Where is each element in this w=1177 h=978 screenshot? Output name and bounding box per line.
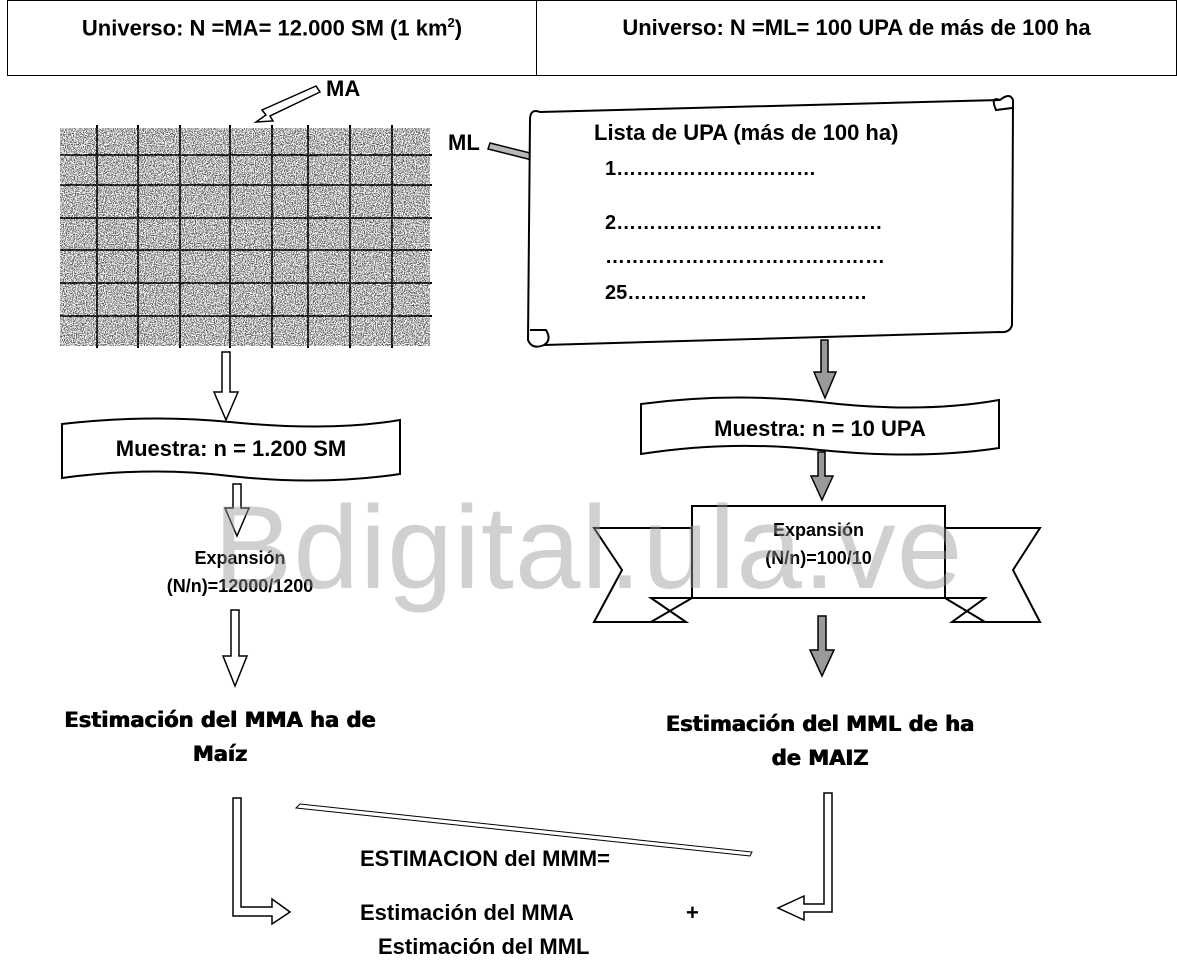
- branch-connector: [294, 803, 753, 857]
- list-scroll-frame: [526, 95, 1015, 348]
- list-item-ellipsis: ……………………………………: [605, 246, 885, 268]
- sampled-cell: [60, 218, 97, 250]
- ma-pointer-arrow: [253, 85, 322, 123]
- left-estimate-line2: Maíz: [192, 742, 248, 766]
- left-sample-box: [61, 417, 401, 482]
- sampled-cell: [60, 316, 97, 346]
- sampled-cell: [308, 218, 350, 250]
- sampled-cell: [138, 283, 180, 316]
- sampled-cells: [60, 128, 430, 346]
- list-item-2: 2………………………………….: [605, 212, 882, 234]
- expansion-banner: [592, 505, 1042, 623]
- universe-area-text: Universo: N =MA= 12.000 SM (1 km: [81, 15, 448, 41]
- right-sample-box: [640, 396, 1000, 456]
- sampled-cell: [97, 128, 138, 155]
- universe-area-frame-box: Universo: N =MA= 12.000 SM (1 km2): [7, 0, 537, 76]
- right-arrow-3: [808, 615, 836, 678]
- sampled-cell: [272, 155, 308, 185]
- list-item-25: 25………………………………: [605, 282, 868, 304]
- right-arrow-1: [812, 339, 838, 400]
- combined-plus: +: [686, 900, 699, 925]
- ml-pointer-label: ML: [448, 130, 480, 155]
- universe-list-frame-box: Universo: N =ML= 100 UPA de más de 100 h…: [537, 0, 1177, 76]
- left-estimate-line1: Estimación del MMA ha de: [64, 708, 376, 732]
- left-expansion-title: Expansión: [194, 548, 286, 568]
- ma-pointer-label: MA: [326, 76, 361, 101]
- left-elbow-arrow: [232, 797, 292, 926]
- right-elbow-arrow: [776, 792, 833, 922]
- combined-line2: Estimación del MML: [378, 934, 590, 959]
- left-expansion-formula: (N/n)=12000/1200: [166, 576, 314, 596]
- combined-title: ESTIMACION del MMM=: [360, 846, 610, 871]
- sampled-cell: [350, 283, 392, 316]
- right-estimate-line1: Estimación del MML de ha: [665, 712, 975, 736]
- right-sample-label: Muestra: n = 10 UPA: [714, 416, 926, 441]
- sampled-cell: [180, 185, 230, 218]
- sampled-cell: [350, 128, 392, 155]
- universe-area-exponent: 2: [447, 15, 455, 30]
- left-arrow-2: [223, 483, 251, 538]
- list-title: Lista de UPA (más de 100 ha): [594, 120, 899, 145]
- right-estimate-line2: de MAIZ: [771, 746, 869, 770]
- left-arrow-1: [212, 351, 240, 422]
- universe-list-text: Universo: N =ML= 100 UPA de más de 100 h…: [622, 15, 1091, 40]
- header-row: Universo: N =MA= 12.000 SM (1 km2) Unive…: [7, 0, 1177, 76]
- right-expansion-title: Expansión: [772, 520, 865, 540]
- left-sample-label: Muestra: n = 1.200 SM: [115, 436, 347, 461]
- combined-line1: Estimación del MMA: [360, 900, 574, 925]
- sampled-cell: [392, 185, 430, 218]
- right-arrow-2: [809, 451, 835, 502]
- left-arrow-3: [221, 609, 249, 689]
- list-item-1: 1…………………………: [605, 158, 817, 180]
- universe-area-suffix: ): [454, 15, 463, 41]
- sampled-cell: [182, 128, 230, 155]
- right-expansion-formula: (N/n)=100/10: [765, 548, 872, 568]
